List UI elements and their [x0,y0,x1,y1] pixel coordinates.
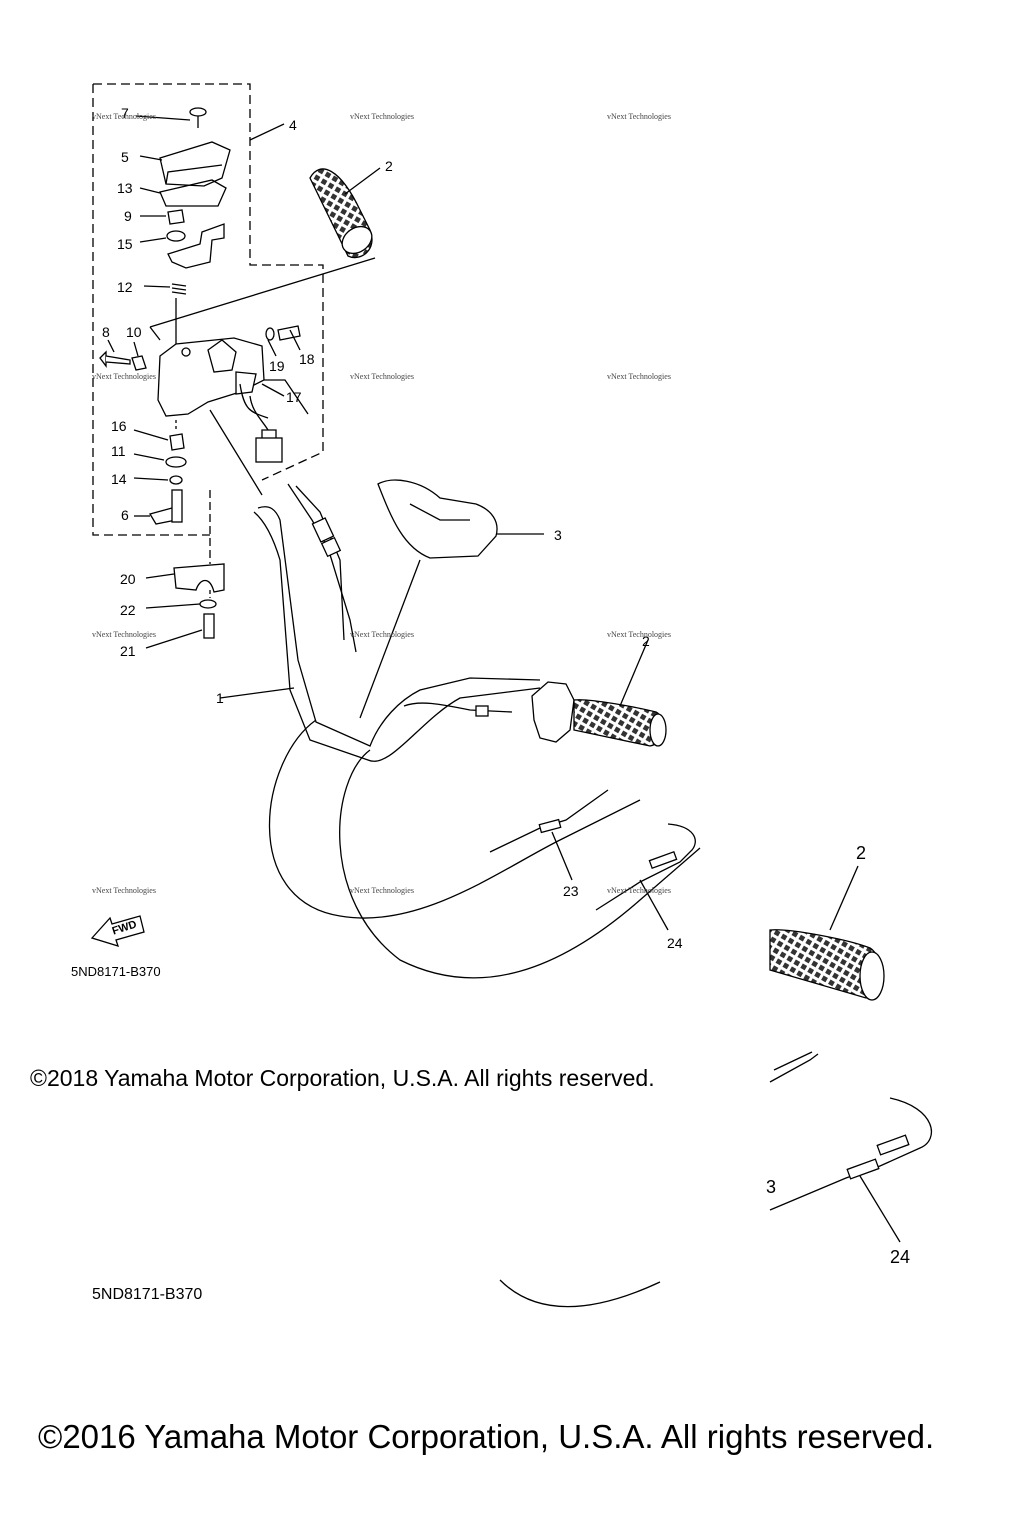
watermark: vNext Technologies [92,630,156,639]
nut-16-icon [169,433,185,451]
lever-6-icon [134,489,183,525]
handlebar-cover-3-icon [359,479,544,719]
watermark: vNext Technologies [350,630,414,639]
callout-2-inset: 2 [856,843,867,863]
callout-10: 10 [126,324,142,340]
callout-11: 11 [111,443,126,459]
washer-22-icon [199,599,217,609]
callout-18: 18 [299,351,315,367]
callout-16: 16 [111,418,127,434]
callout-22: 22 [120,602,136,618]
cable-24-icon [595,823,696,931]
callout-21: 21 [120,643,136,659]
wire-connector-17-icon [249,395,283,463]
right-cable [403,702,513,713]
callout-7: 7 [121,105,129,121]
watermark: vNext Technologies [350,372,414,381]
callout-9: 9 [124,208,132,224]
cable-24-inset-icon [769,1097,933,1243]
grip-2-upper-icon [309,167,381,259]
washer-19-icon [265,327,275,341]
cable-inset-upper [769,1053,819,1083]
callout-13: 13 [117,180,133,196]
throttle-cable [287,483,357,653]
grip-2-right-icon [573,639,667,747]
washer-11-icon [165,456,187,468]
watermark: vNext Technologies [92,886,156,895]
switch-cover-5-icon [139,141,231,187]
cable-arc-lower [499,1279,661,1308]
callout-14: 14 [111,471,127,487]
assembly-box-4 [93,83,324,481]
bolt-18-icon [277,325,301,351]
callout-6: 6 [121,507,129,523]
watermark: vNext Technologies [607,630,671,639]
callout-19: 19 [269,358,285,374]
callout-17: 17 [286,389,302,405]
copyright-2018: ©2018 Yamaha Motor Corporation, U.S.A. A… [30,1065,655,1091]
bolt-21-icon [145,613,215,649]
gasket-13-icon [159,179,227,207]
callout-12: 12 [117,279,133,295]
washer-14-icon [169,475,183,485]
callout-8: 8 [102,324,110,340]
watermark: vNext Technologies [607,372,671,381]
throttle-cable-23-icon [489,789,609,881]
screw-7-icon [135,107,207,128]
callout-20: 20 [120,571,136,587]
right-throttle-housing-icon [531,681,575,743]
callout-24-inset: 24 [890,1247,911,1267]
watermark: vNext Technologies [607,112,671,121]
assembly-box-left [92,84,210,536]
callout-5: 5 [121,149,129,165]
diagram-code-1: 5ND8171-B370 [71,964,161,979]
callout-3-upper: 3 [554,527,562,543]
diagram-code-2: 5ND8171-B370 [92,1286,203,1303]
cable-loop-1 [268,719,641,919]
fwd-arrow-icon [90,915,145,947]
handlebar-1-icon [219,506,541,762]
screw-8-icon [99,339,131,368]
bracket-15-icon [139,223,225,269]
watermark: vNext Technologies [350,886,414,895]
nut-10-icon [131,355,147,371]
callout-3-inset: 3 [766,1177,777,1197]
cable-loop-2 [339,749,701,979]
callout-24: 24 [667,935,683,951]
callout-23: 23 [563,883,579,899]
grip-2-inset-icon [769,865,885,1001]
copyright-2016: ©2016 Yamaha Motor Corporation, U.S.A. A… [38,1418,935,1455]
watermark: vNext Technologies [92,112,156,121]
callout-1: 1 [216,690,224,706]
callout-4: 4 [289,117,297,133]
throttle-housing-icon [157,337,309,419]
nut-9-icon [140,209,185,225]
watermark: vNext Technologies [350,112,414,121]
watermark: vNext Technologies [92,372,156,381]
clamp-20-icon [145,563,225,593]
callout-2-upper: 2 [385,158,393,174]
callout-15: 15 [117,236,133,252]
spring-12-icon [143,283,187,295]
watermark: vNext Technologies [607,886,671,895]
callout-2-right: 2 [642,633,650,649]
